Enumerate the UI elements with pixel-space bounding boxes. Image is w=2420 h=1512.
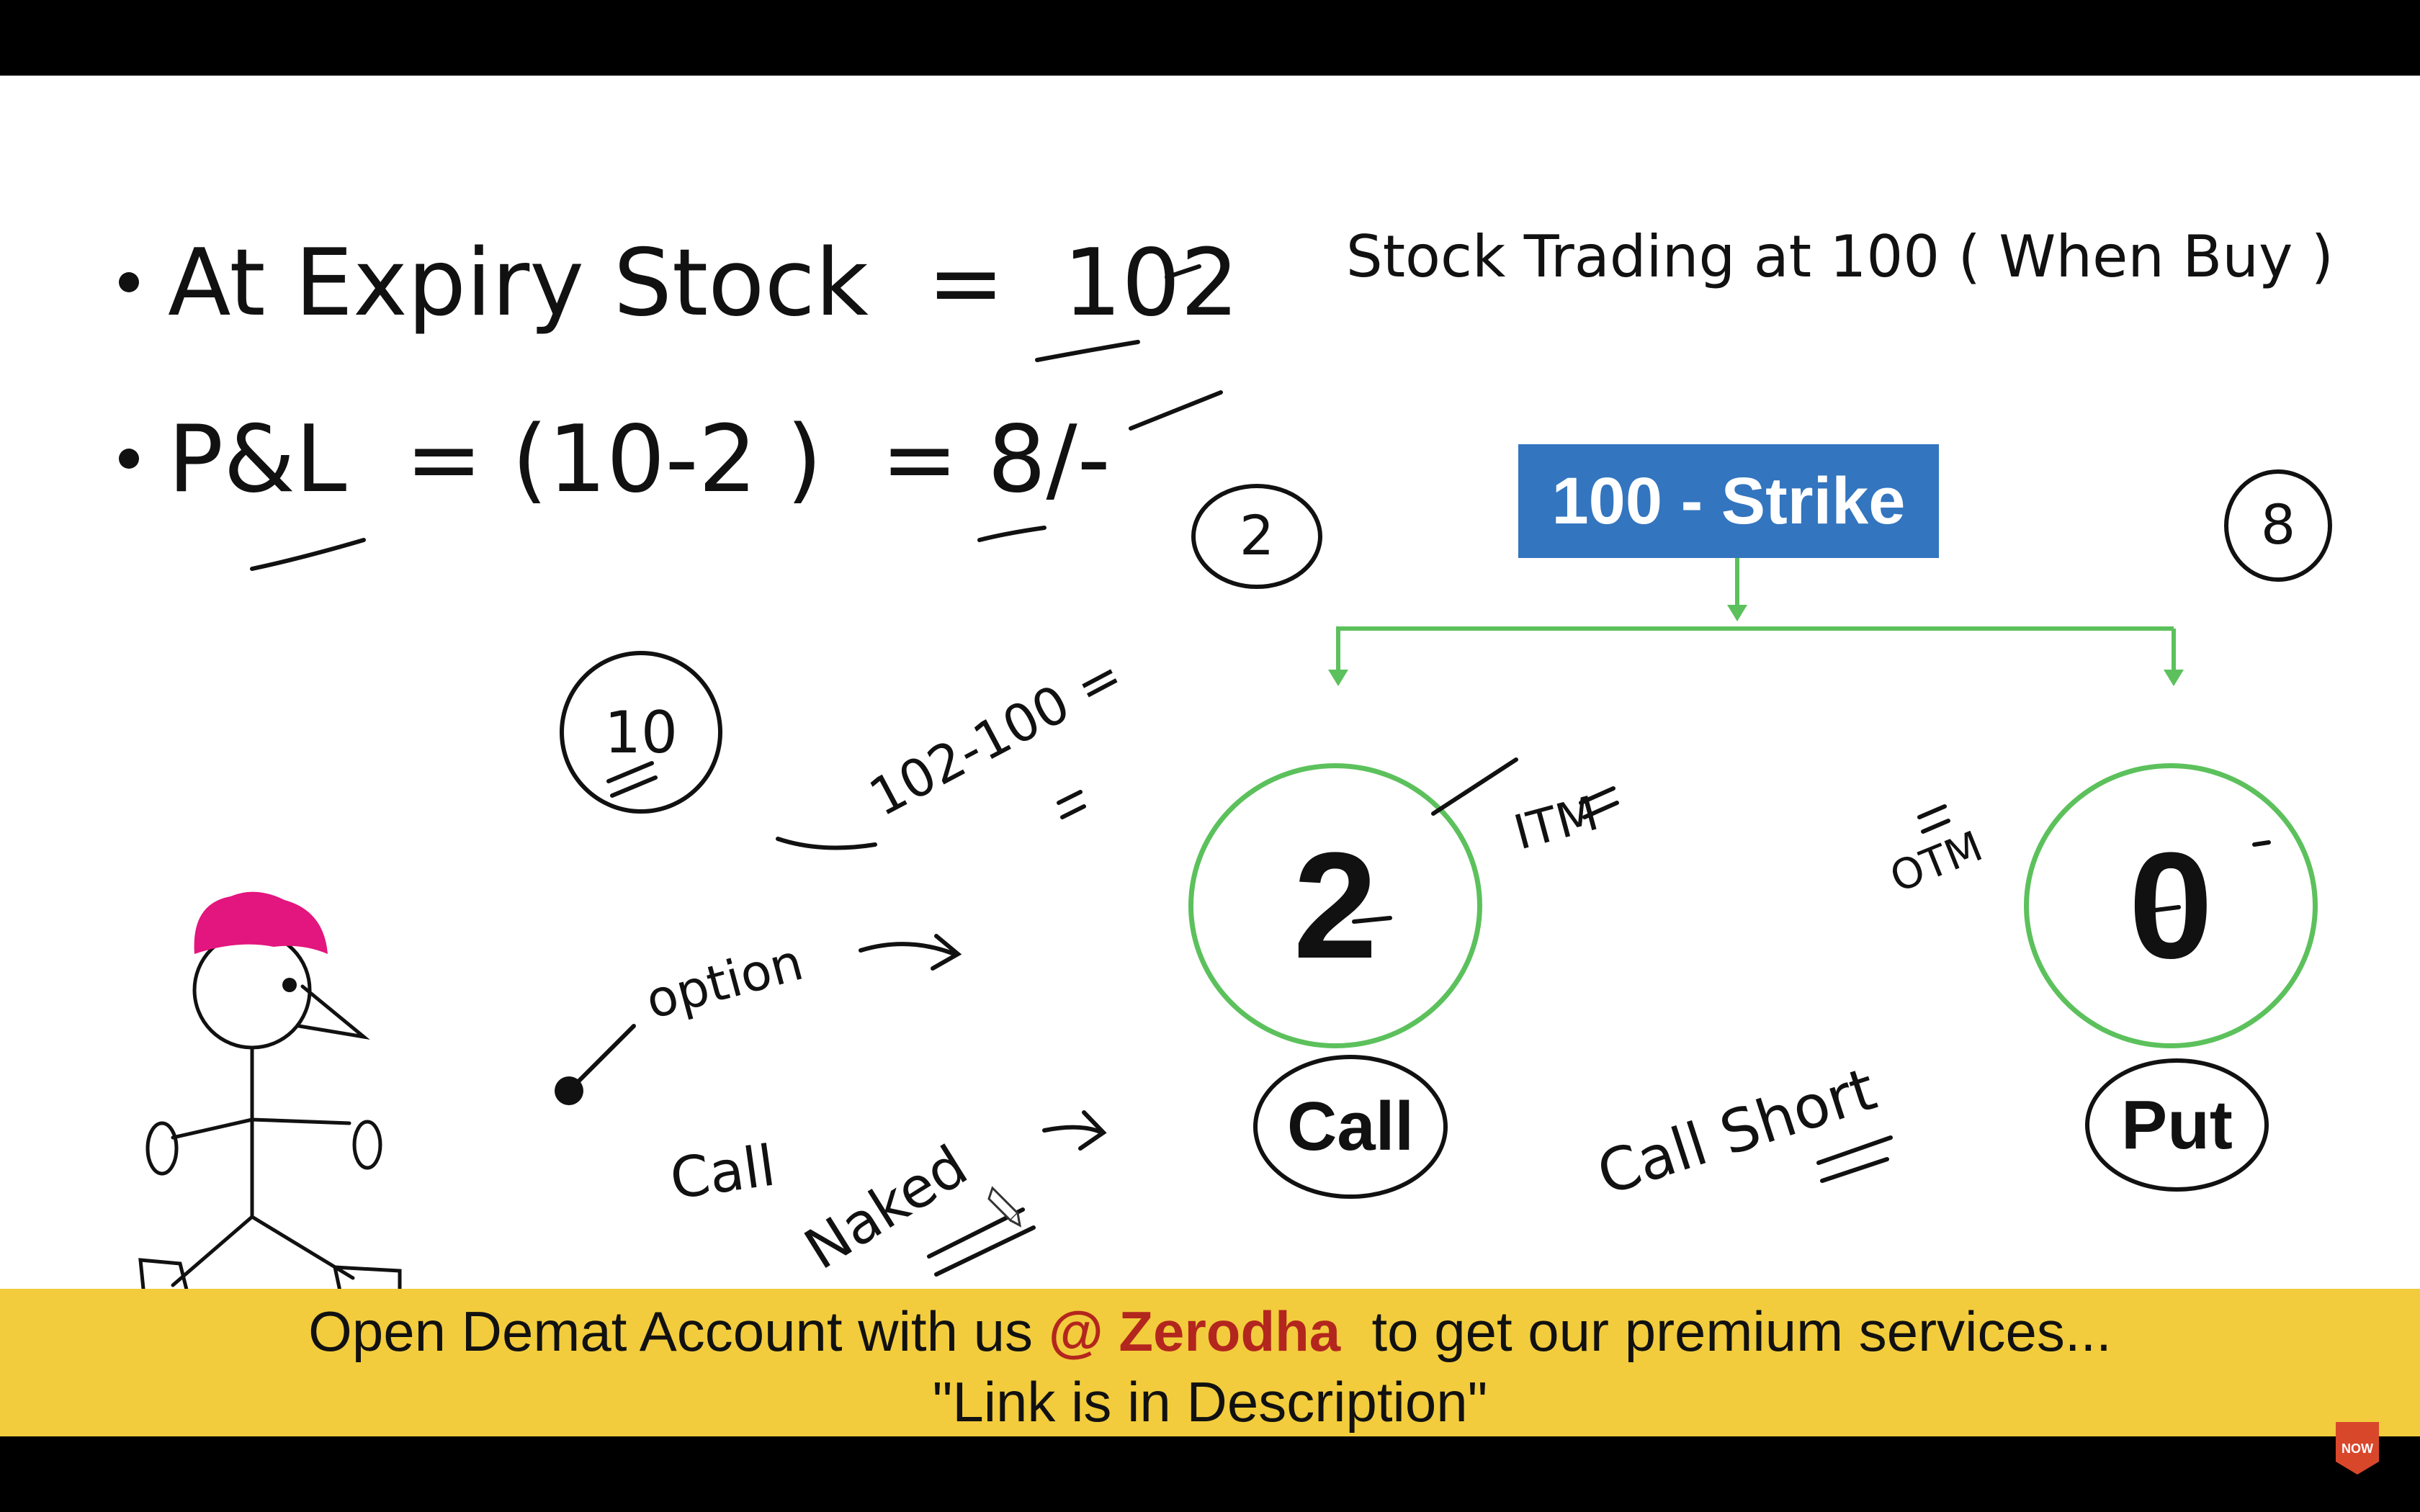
bullet-dot [119,448,139,469]
expiry-stock-text: At Expiry Stock = [168,230,1063,337]
banner-brand: @ Zerodha [1048,1300,1341,1363]
pnl-value: 8/- [987,406,1111,513]
strike-price-box: 100 - Strike [1518,444,1939,558]
badge-text: NOW [2341,1441,2373,1456]
video-top-letterbox [0,0,2420,76]
bullet-dot [119,271,139,292]
call-premium-value: 2 [1293,821,1378,990]
call-label: Call [1253,1055,1448,1199]
banner-line-1: Open Demat Account with us @ Zerodha to … [0,1296,2420,1367]
slide-canvas: At Expiry Stock = 102 P&L = (10-2 ) = 8/… [0,76,2420,1289]
pnl-text: P&L = (10-2 ) = [168,406,987,513]
subscribe-badge-icon[interactable]: NOW [2332,1418,2383,1476]
banner-prefix: Open Demat Account with us [308,1300,1049,1363]
call-premium-circle: 2 [1188,763,1482,1048]
strike-connectors [1328,558,2184,686]
trading-note: Stock Trading at 100 ( When Buy ) [1345,223,2334,290]
banner-line-2: "Link is in Description" [932,1370,1488,1434]
banner-suffix: to get our premium services... [1340,1300,2112,1363]
video-bottom-letterbox [0,1436,2420,1512]
put-label: Put [2085,1058,2269,1192]
expiry-stock-value: 102 [1062,230,1240,337]
bullet-expiry-stock: At Expiry Stock = 102 [119,238,1239,330]
stick-figure-illustration [138,891,402,1289]
zerodha-promo-banner[interactable]: Open Demat Account with us @ Zerodha to … [0,1289,2420,1436]
pencil-cursor-icon [987,1186,1022,1228]
bullet-pnl: P&L = (10-2 ) = 8/- [119,414,1111,506]
put-premium-circle: 0 [2024,763,2318,1048]
put-premium-value: 0 [2128,821,2213,990]
